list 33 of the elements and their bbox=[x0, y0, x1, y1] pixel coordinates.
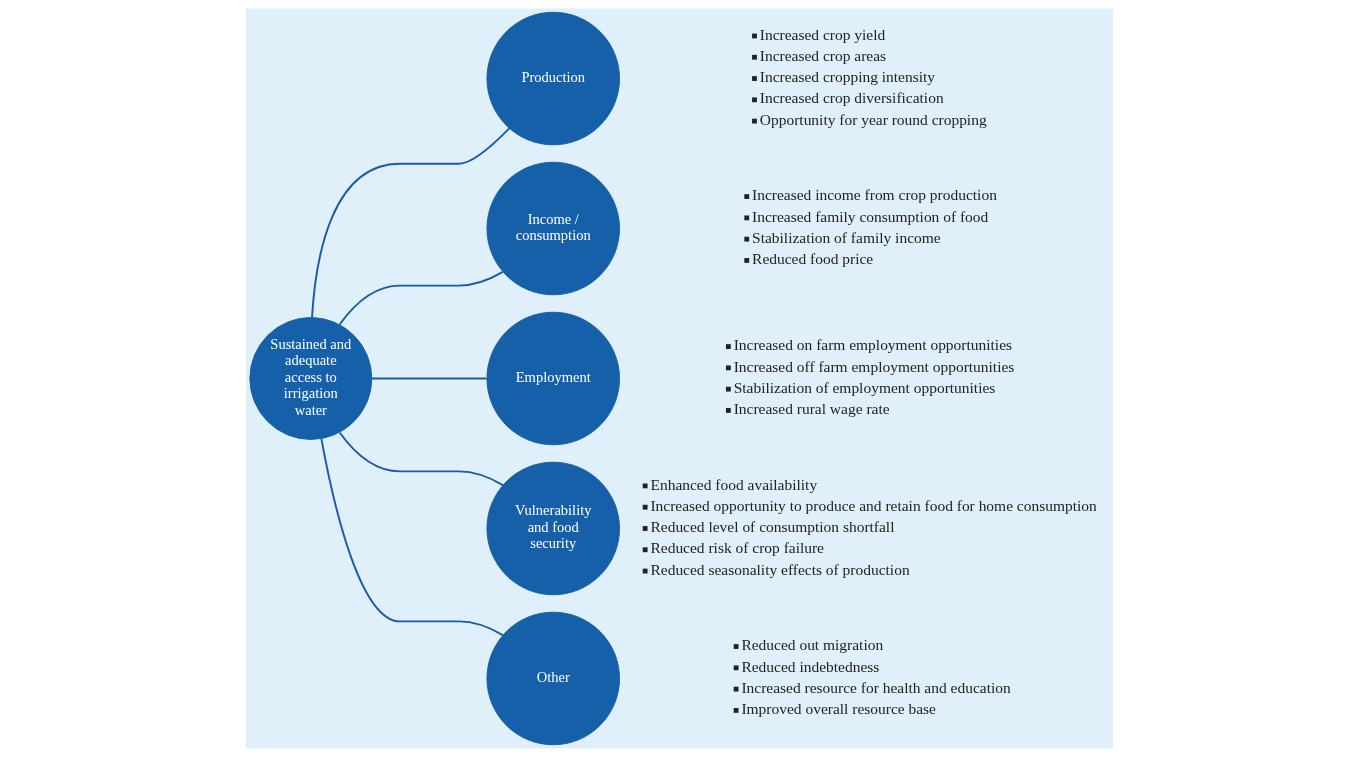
node-label: Reduced risk of crop failure bbox=[650, 539, 824, 557]
node-circle: Vulnerability and food security bbox=[486, 461, 620, 596]
connector bbox=[371, 377, 488, 380]
node-label: Increased crop diversification bbox=[759, 89, 944, 107]
node-label: Stabilization of employment opportunities bbox=[733, 378, 996, 396]
node-label: Reduced indebtedness bbox=[741, 657, 880, 675]
node-label: Increased family consumption of food bbox=[752, 207, 989, 225]
node-label: Reduced seasonality effects of production bbox=[650, 560, 910, 578]
node-label: Increased off farm employment opportunities bbox=[733, 357, 1015, 375]
node-label: Increased crop areas bbox=[759, 46, 887, 64]
node-label: Increased crop yield bbox=[759, 25, 886, 43]
node-label: Enhanced food availability bbox=[650, 475, 818, 493]
node-label: Reduced out migration bbox=[741, 636, 884, 654]
node-circle: Production bbox=[486, 11, 620, 146]
node-label: Reduced food price bbox=[752, 250, 874, 268]
node-label: Increased income from crop production bbox=[752, 186, 997, 204]
node-label: Increased on farm employment opportunities bbox=[733, 336, 1013, 354]
connector bbox=[338, 270, 504, 326]
node-circle: Employment bbox=[486, 311, 620, 446]
node-label: Improved overall resource base bbox=[741, 700, 936, 718]
node-circle: Income / consumption bbox=[486, 161, 620, 296]
node-label: Increased rural wage rate bbox=[733, 400, 890, 418]
node-label: Opportunity for year round cropping bbox=[759, 110, 987, 128]
node-label: Increased cropping intensity bbox=[759, 68, 936, 86]
node-label: Stabilization of family income bbox=[752, 228, 941, 246]
node-label: Reduced level of consumption shortfall bbox=[650, 518, 895, 536]
node-circle: Sustained and adequate access to irrigation water bbox=[249, 317, 373, 440]
node-circle: Other bbox=[486, 611, 620, 746]
connector bbox=[320, 437, 504, 636]
connector bbox=[338, 431, 504, 487]
node-label: Increased resource for health and education bbox=[741, 678, 1011, 696]
connector bbox=[311, 127, 511, 319]
node-label: Increased opportunity to produce and retain food for home consumption bbox=[650, 496, 1097, 514]
